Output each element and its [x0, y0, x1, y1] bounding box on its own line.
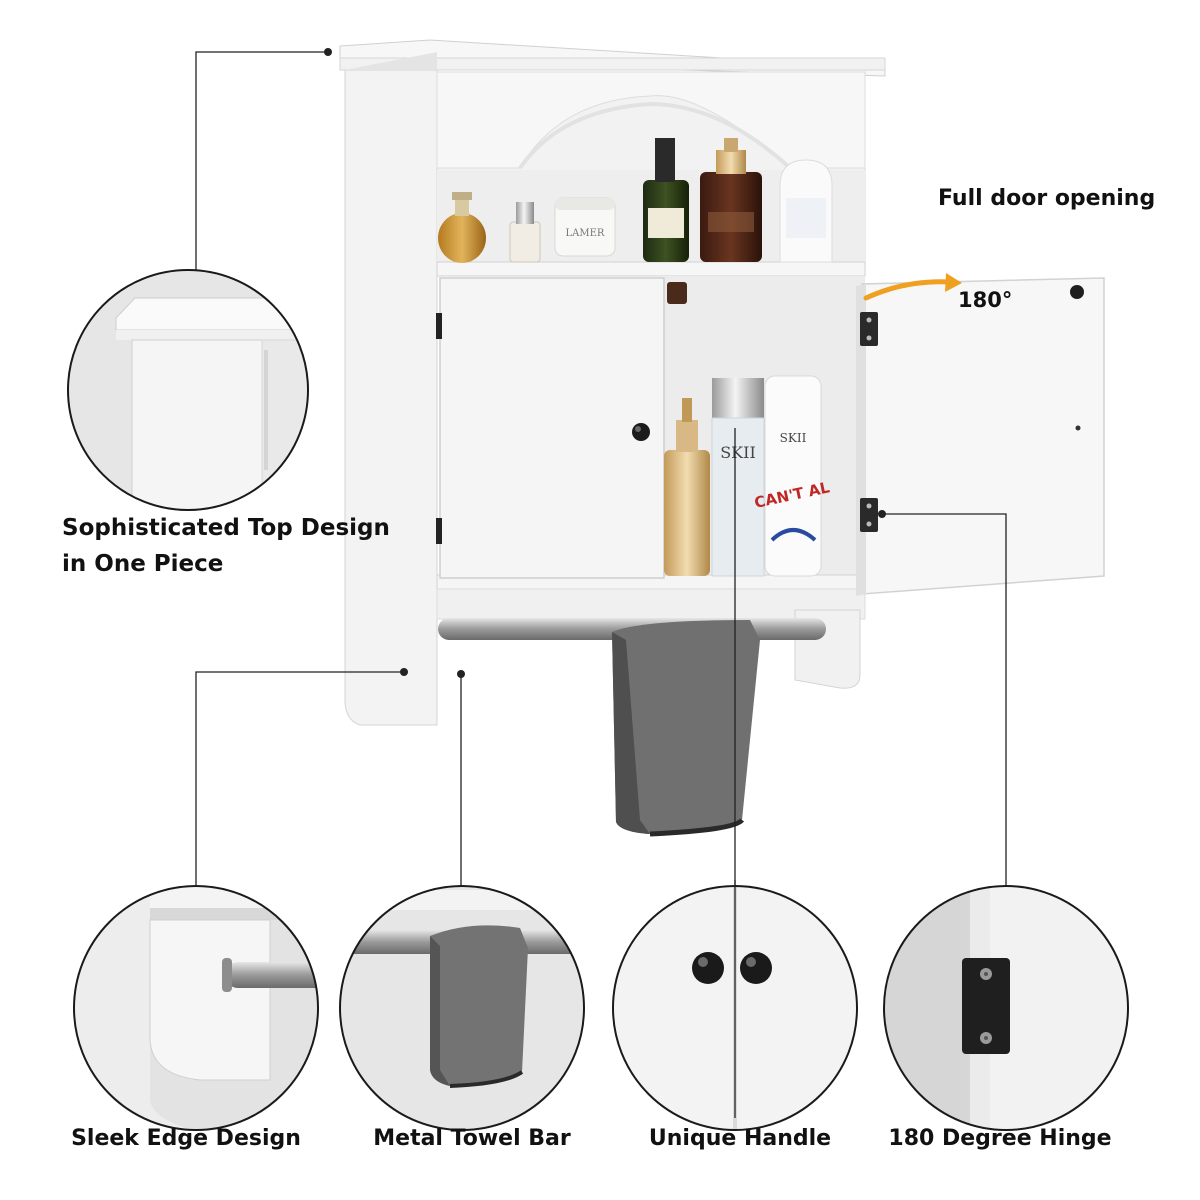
towel — [612, 620, 760, 837]
lower-shelf-products: SKII SKII CAN'T AL — [664, 375, 832, 577]
sleek-edge-caption: Sleek Edge Design — [71, 1126, 301, 1151]
detail-towel-bar — [339, 885, 585, 1131]
top-design-caption: Sophisticated Top Design in One Piece — [62, 510, 392, 582]
upper-shelf-products: LAMER — [438, 138, 833, 263]
bottle-label-red: SKII — [780, 431, 807, 445]
jar-label: LAMER — [566, 228, 605, 239]
degree-caption: 180° — [958, 288, 1013, 312]
detail-handle — [612, 880, 858, 1131]
detail-sleek-edge — [73, 885, 319, 1131]
detail-hinge — [883, 885, 1129, 1131]
towel-bar-caption: Metal Towel Bar — [373, 1126, 571, 1151]
hinge-caption: 180 Degree Hinge — [888, 1126, 1112, 1151]
full-door-caption: Full door opening — [938, 186, 1156, 211]
handle-caption: Unique Handle — [648, 1126, 832, 1151]
detail-top-design — [67, 269, 309, 511]
bottle-label-blue: SKII — [720, 443, 756, 462]
top-design-line1: Sophisticated Top Design — [62, 515, 390, 541]
top-design-line2: in One Piece — [62, 551, 224, 577]
